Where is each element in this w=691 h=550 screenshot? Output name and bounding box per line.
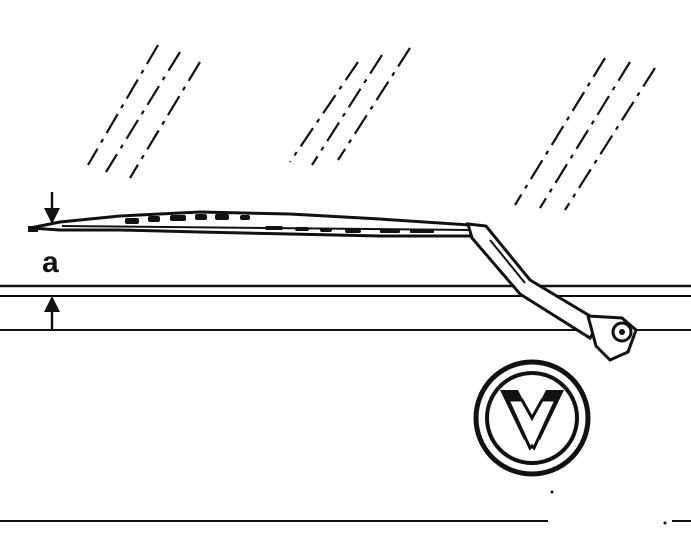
wiper-blade-icon	[28, 210, 474, 238]
body-panel-lines	[0, 284, 691, 522]
dimension-arrow-icon	[44, 192, 60, 330]
specks	[550, 490, 667, 525]
dimension-label: a	[42, 246, 59, 279]
wiper-arm-icon	[465, 222, 638, 362]
windshield-glare-icon	[87, 44, 656, 211]
vw-emblem-icon	[473, 359, 591, 477]
